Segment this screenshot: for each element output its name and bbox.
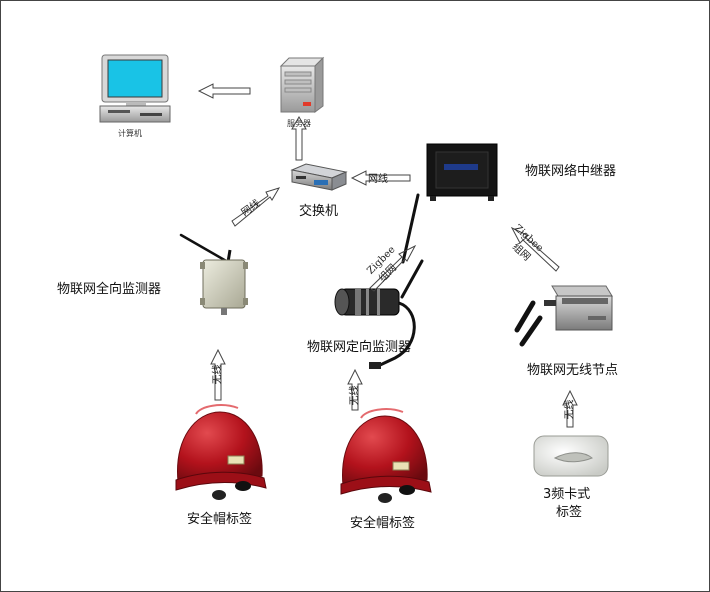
helmet-icon-2 — [340, 408, 432, 503]
computer-icon — [99, 54, 171, 123]
arrow-server-to-computer — [197, 83, 251, 99]
server-icon — [279, 56, 325, 113]
omni-monitor-label: 物联网全向监测器 — [57, 282, 162, 297]
card-tag-label-line1: 3频卡式 — [543, 487, 591, 502]
arrow-node-to-relay — [510, 226, 560, 272]
relay-label: 物联网络中继器 — [525, 164, 617, 179]
arrow-helmet2-to-dir — [347, 368, 363, 411]
switch-label: 交换机 — [299, 204, 339, 219]
relay-icon — [401, 143, 498, 264]
arrow-omni-to-switch — [231, 187, 281, 227]
arrow-switch-to-server — [291, 116, 307, 161]
server-label: 服务器 — [287, 119, 311, 128]
card-tag-label-line2: 标签 — [556, 505, 583, 520]
arrow-relay-to-switch — [350, 170, 411, 186]
helmet-tag-label-2: 安全帽标签 — [350, 516, 416, 531]
card-tag-icon — [533, 435, 609, 477]
arrow-dir-to-relay — [369, 244, 417, 292]
link-label-helmet2-dir: 无线 — [349, 385, 361, 406]
arrow-helmet1-to-omni — [210, 348, 226, 401]
wireless-node-label: 物联网无线节点 — [527, 363, 619, 378]
directional-monitor-label: 物联网定向监测器 — [307, 340, 412, 355]
arrow-card-to-node — [562, 389, 578, 428]
computer-label: 计算机 — [118, 129, 142, 138]
link-label-helmet1-omni: 无线 — [212, 364, 224, 385]
wireless-node-icon — [514, 285, 613, 347]
link-label-card-node: 无线 — [564, 399, 576, 420]
omni-monitor-icon — [179, 233, 248, 315]
helmet-icon-1 — [175, 404, 267, 500]
helmet-tag-label-1: 安全帽标签 — [187, 512, 253, 527]
directional-monitor-icon — [334, 259, 424, 369]
link-label-relay-switch: 网线 — [368, 174, 388, 185]
switch-icon — [290, 163, 348, 191]
